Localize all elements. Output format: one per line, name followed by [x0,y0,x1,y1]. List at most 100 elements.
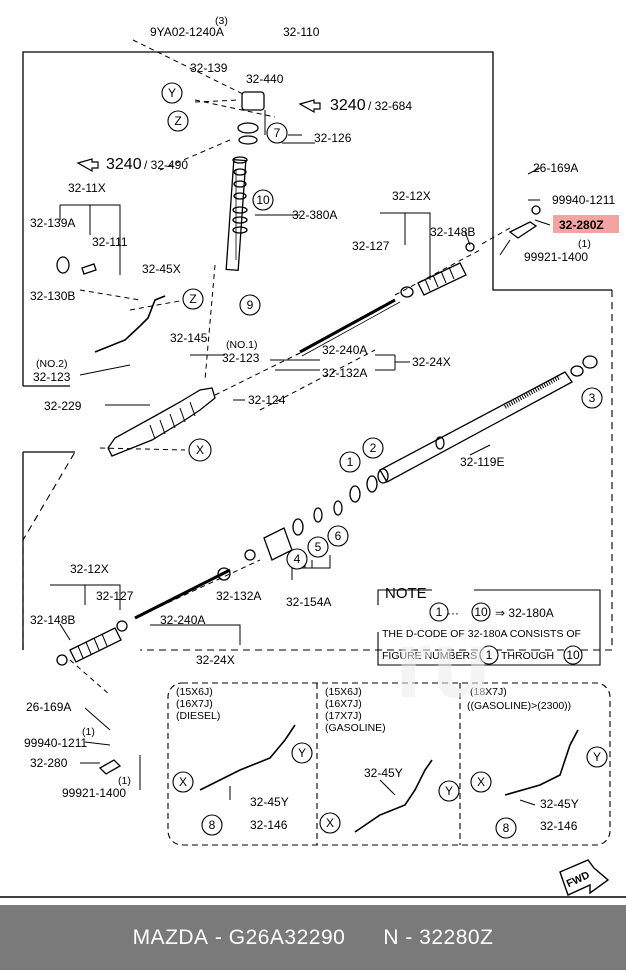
svg-text:Y: Y [298,746,306,760]
v3-32-45y: 32-45Y [540,797,579,811]
variant-labels: (15X6J) (16X7J) (DIESEL) (15X6J) (16X7J)… [176,686,579,833]
label-32-380a: 32-380A [292,208,337,222]
circle-7: 7 [266,122,288,144]
svg-text:Z: Z [174,114,181,128]
parts-diagram: FWD NOTE ··· ⇒ 32-180A THE D-CODE OF 32-… [0,15,626,898]
svg-text:10: 10 [256,193,270,207]
footer-bar: MAZDA - G26A32290 N - 32280Z [0,905,626,970]
label-32-126: 32-126 [314,131,352,145]
svg-text:5: 5 [315,540,322,554]
footer-ref: N - 32280Z [383,925,494,949]
v2-circle-x: X [319,812,341,834]
v2-line2: (16X7J) [325,698,362,710]
v2-circle-y: Y [438,780,460,802]
part-labels: 9YA02-1240A (3) 32-110 32-139 32-440 3 2 4… [24,15,615,800]
label-32-280: 32-280 [30,756,68,770]
label-99940-bot: 99940-1211 [24,736,87,750]
label-32-24x-bot: 32-24X [196,653,235,667]
label-26-169a-bot: 26-169A [26,700,71,714]
svg-text:3: 3 [589,391,596,405]
note-circle-10b: 10 [563,645,583,665]
label-32-240a-bot: 32-240A [160,613,205,627]
v2-line3: (17X7J) [325,710,362,722]
v3-circle-8: 8 [495,817,517,839]
v3-circle-y: Y [586,746,608,768]
v1-line1: (15X6J) [176,686,213,698]
v1-line2: (16X7J) [176,698,213,710]
circle-2: 2 [362,437,384,459]
circle-4: 4 [286,548,308,570]
leader-lines [50,110,551,806]
circle-markers: Y Z 7 10 Z 9 X 3 2 1 4 5 6 1 10 1 10 X Y… [161,82,608,839]
svg-text:X: X [196,443,204,457]
label-32-123-no1: 32-123 [222,351,260,365]
label-99921-bot-qty: (1) [118,775,131,787]
svg-text:Y: Y [445,784,453,798]
label-99940-bot-qty: (1) [82,726,95,738]
label-32-132a-bot: 32-132A [216,589,261,603]
svg-text:X: X [326,816,334,830]
label-32-130b: 32-130B [30,289,75,303]
label-9ya02-qty: (3) [215,15,228,27]
v1-circle-x: X [172,771,194,793]
label-no1: (NO.1) [226,339,258,351]
variant-boxes [167,682,611,846]
label-32-440: 32-440 [246,72,284,86]
v3-line2: ((GASOLINE)>(2300)) [467,700,571,712]
label-32-11x: 32-11X [68,181,106,195]
label-32-139: 32-139 [190,61,228,75]
leader-dashes [69,39,511,696]
label-99921-top-qty: (1) [578,238,591,250]
svg-text:1: 1 [436,605,443,619]
label-32-127-top: 32-127 [352,239,390,253]
label-9ya02: 9YA02-1240A [150,25,224,39]
svg-text:6: 6 [335,529,342,543]
svg-text:9: 9 [247,298,254,312]
svg-text:Y: Y [168,86,176,100]
label-32-110: 32-110 [283,25,320,39]
note-ref: ⇒ 32-180A [495,606,554,620]
circle-1: 1 [339,451,361,473]
label-32-684: / 32-684 [368,99,412,113]
label-32-229: 32-229 [44,399,82,413]
footer-part-number: G26A32290 [228,925,346,949]
dashed-frame [22,290,613,651]
arrow-icons [76,99,321,173]
label-32-24x-top: 32-24X [412,355,451,369]
highlight-box [553,215,619,233]
circle-10: 10 [252,189,274,211]
v1-32-45y: 32-45Y [250,795,289,809]
label-no2: (NO.2) [36,358,68,370]
label-32-123-no2: 32-123 [33,370,71,384]
v1-circle-8: 8 [201,814,223,836]
svg-text:2: 2 [370,441,377,455]
label-99921-top: 99921-1400 [524,250,588,264]
label-32-490: / 32-490 [144,158,188,172]
circle-9: 9 [239,294,261,316]
label-32-280z: 32-280Z [559,218,604,232]
label-32-148b-bot: 32-148B [30,613,75,627]
v2-line1: (15X6J) [325,686,362,698]
label-26-169a-top: 26-169A [533,161,578,175]
v3-line1: (18X7J) [470,686,507,698]
circle-x-mid: X [188,438,212,462]
svg-text:10: 10 [474,605,488,619]
label-32-119e: 32-119E [460,455,504,469]
svg-text:1: 1 [347,455,354,469]
v3-32-146: 32-146 [540,819,578,833]
v1-circle-y: Y [291,742,313,764]
label-32-132a-top: 32-132A [322,366,367,380]
label-99940-top: 99940-1211 [552,193,615,207]
arrow-icon-2 [76,158,99,173]
arrow-icon-1 [298,99,321,114]
label-32-111: 32-111 [92,235,128,249]
svg-text:10: 10 [566,648,580,662]
label-32-145: 32-145 [170,331,208,345]
label-32-154a: 32-154A [286,595,331,609]
circle-y-top: Y [161,82,183,104]
label-99921-bot: 99921-1400 [62,786,126,800]
circle-z-top: Z [167,110,189,132]
circle-3: 3 [581,387,603,409]
svg-text:8: 8 [209,818,216,832]
note-box: NOTE ··· ⇒ 32-180A THE D-CODE OF 32-180A… [377,585,601,666]
